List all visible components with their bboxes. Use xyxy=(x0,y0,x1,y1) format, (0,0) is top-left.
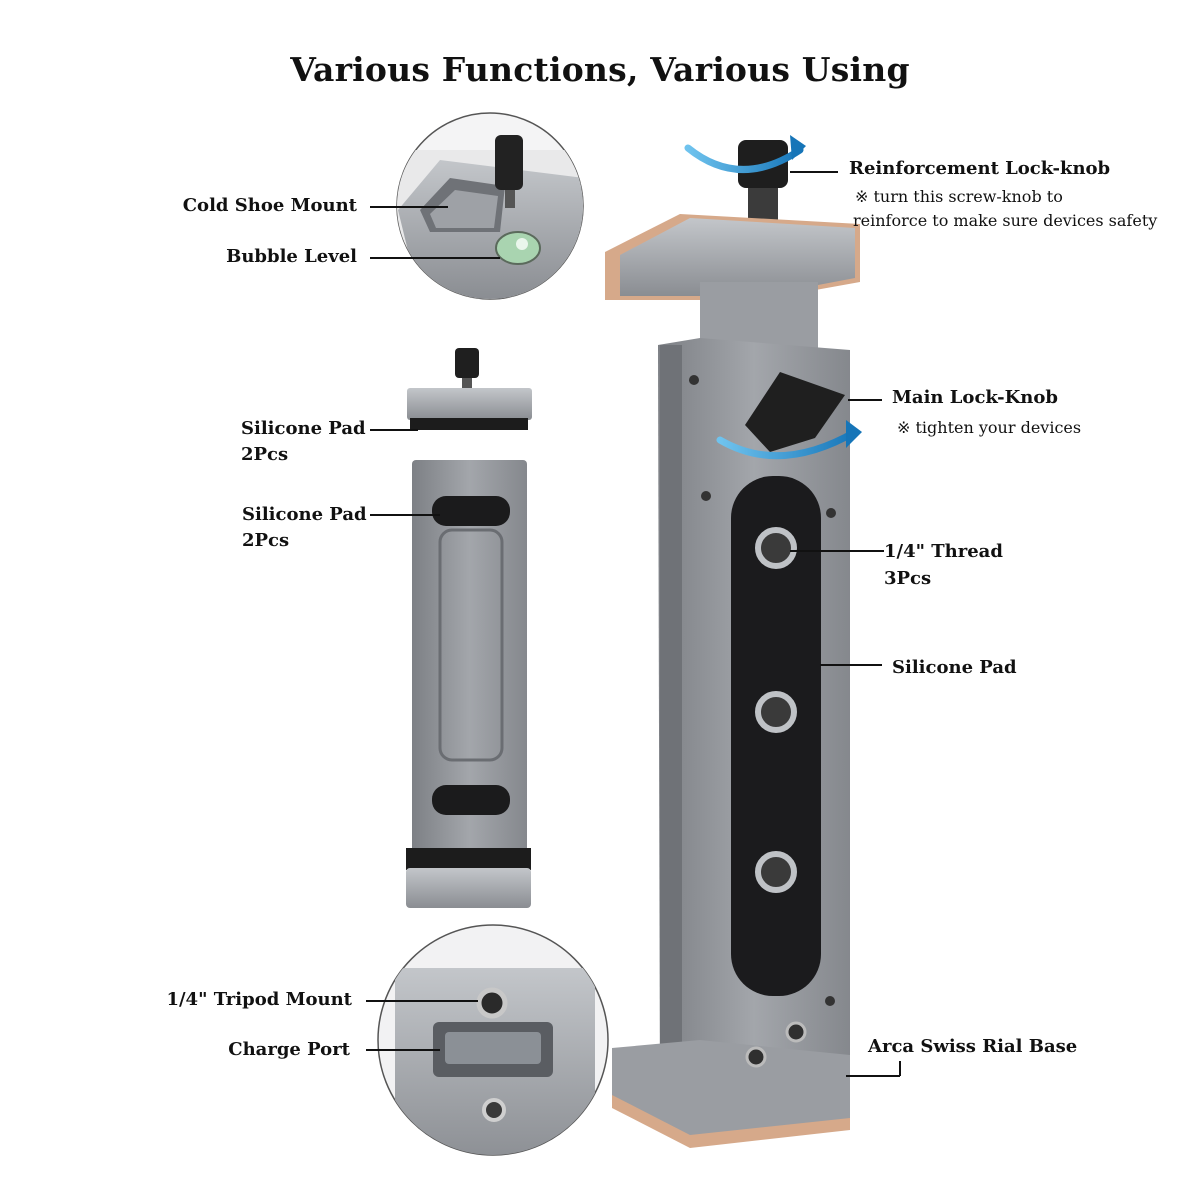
label-thread: 1/4" Thread xyxy=(884,541,1003,562)
tripod-mount-detail-circle xyxy=(377,924,609,1156)
label-reinforcement-lock-knob: Reinforcement Lock-knob xyxy=(849,158,1111,179)
label-tripod-mount: 1/4" Tripod Mount xyxy=(166,989,352,1010)
label-main-lock-knob: Main Lock-Knob xyxy=(892,387,1058,408)
label-thread-count: 3Pcs xyxy=(884,568,932,589)
note-reinforcement-2: reinforce to make sure devices safety xyxy=(853,211,1158,230)
label-arca-swiss-base: Arca Swiss Rial Base xyxy=(868,1036,1078,1057)
label-silicone-pad-top: Silicone Pad xyxy=(241,418,366,439)
small-holder-product xyxy=(406,348,532,908)
label-silicone-pad-mid-count: 2Pcs xyxy=(242,530,290,551)
note-main-lock-knob: ※ tighten your devices xyxy=(897,418,1082,437)
label-cold-shoe-mount: Cold Shoe Mount xyxy=(182,195,357,216)
page-title: Various Functions, Various Using xyxy=(290,50,910,89)
label-bubble-level: Bubble Level xyxy=(226,246,357,267)
cold-shoe-detail-circle xyxy=(396,112,584,300)
label-silicone-pad-top-count: 2Pcs xyxy=(241,444,289,465)
label-silicone-pad-mid: Silicone Pad xyxy=(242,504,367,525)
main-holder-product xyxy=(605,135,862,1148)
note-reinforcement-1: ※ turn this screw-knob to xyxy=(855,187,1063,206)
label-silicone-pad-right: Silicone Pad xyxy=(892,657,1017,678)
label-charge-port: Charge Port xyxy=(228,1039,350,1060)
